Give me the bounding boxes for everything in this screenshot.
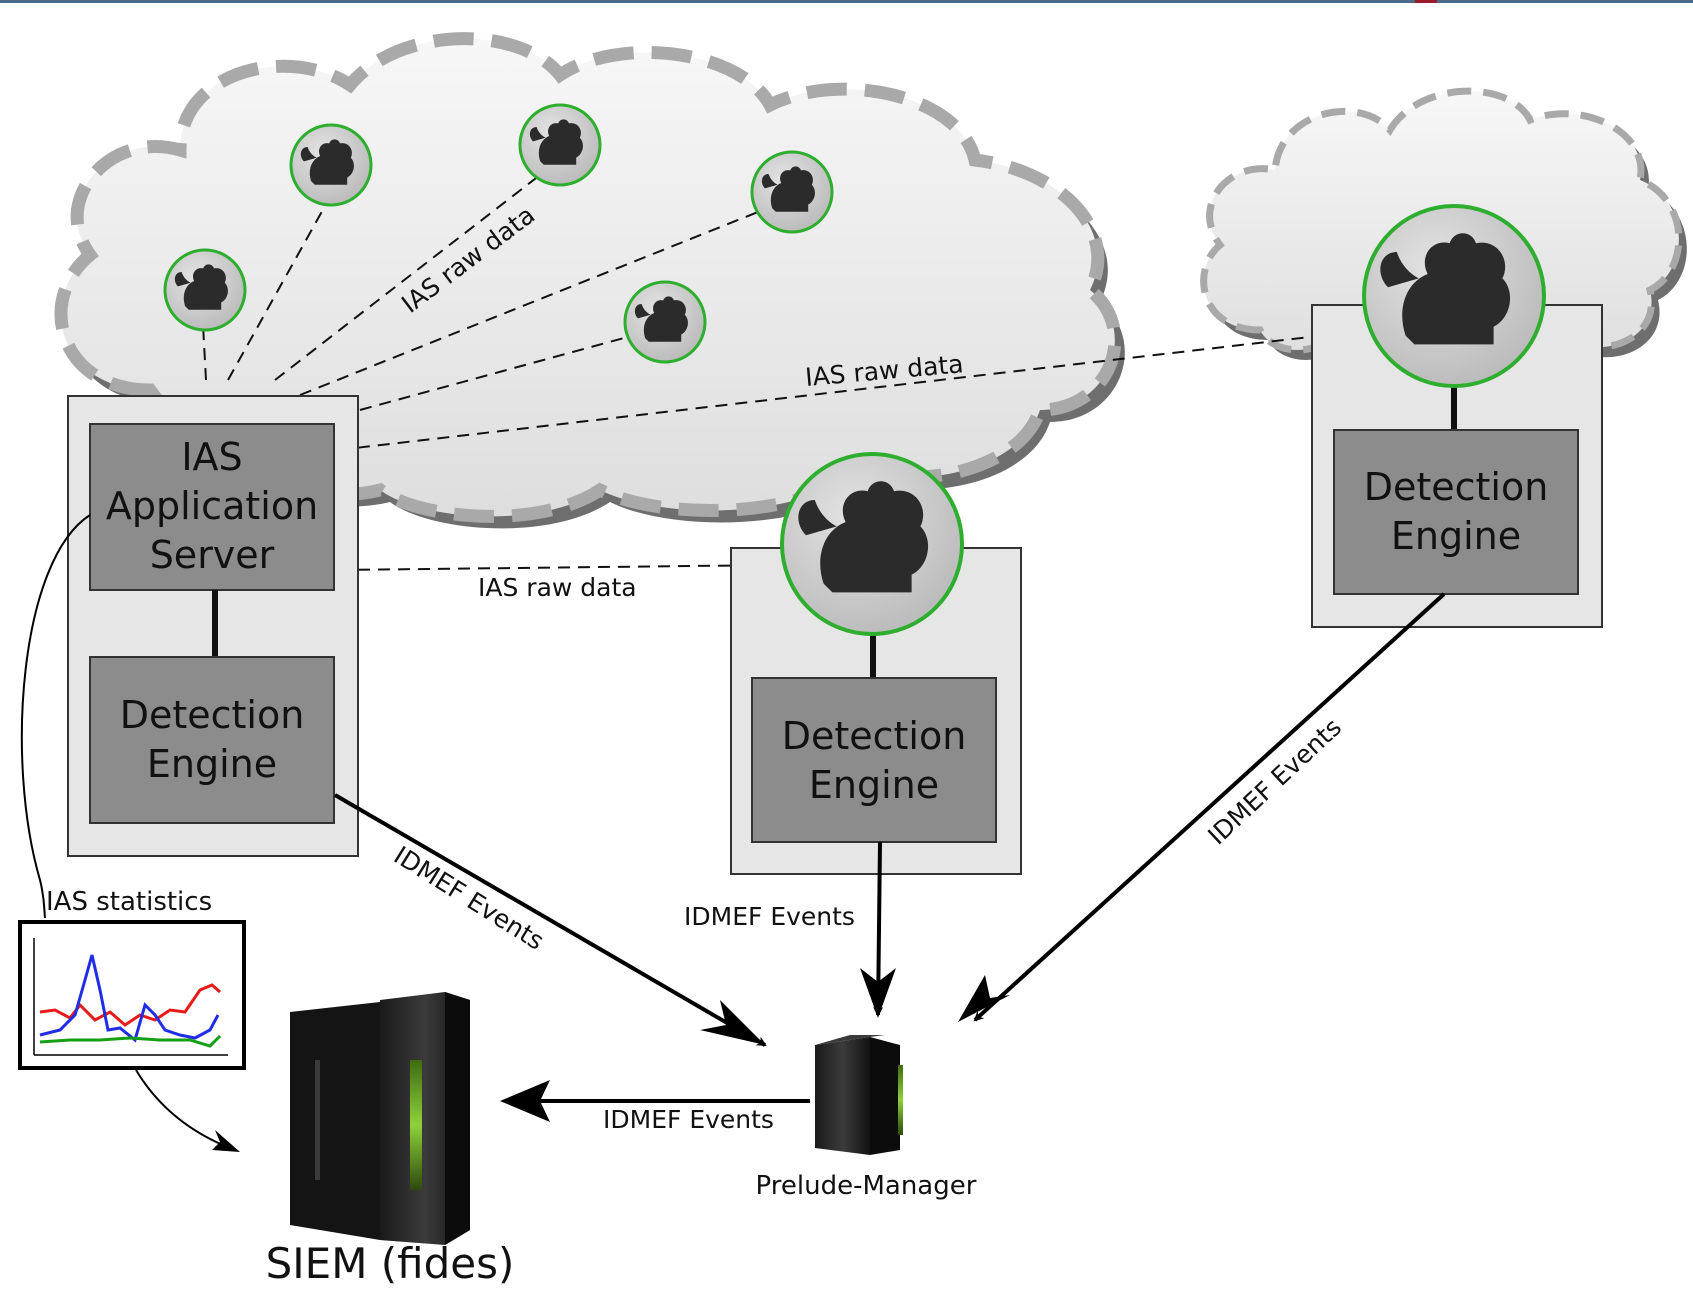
edge-label-raw-data-3: IAS raw data bbox=[478, 573, 637, 602]
sensor-small-4 bbox=[750, 150, 834, 234]
sensor-small-1 bbox=[163, 248, 247, 332]
edge-label-idmef-main: IDMEF Events bbox=[389, 840, 549, 955]
label-line: Detection bbox=[1364, 465, 1549, 509]
label-line: Server bbox=[150, 533, 275, 577]
prelude-manager-label: Prelude-Manager bbox=[756, 1171, 977, 1201]
sensor-large-center bbox=[780, 452, 964, 636]
siem-server: SIEM (fides) bbox=[266, 992, 515, 1288]
ias-statistics-chart: IAS statistics bbox=[18, 887, 246, 1070]
server-rack-icon bbox=[815, 1035, 903, 1155]
sensor-small-5 bbox=[623, 280, 707, 364]
top-frame-accent bbox=[1415, 0, 1437, 3]
sensor-small-2 bbox=[289, 123, 373, 207]
siem-label: SIEM (fides) bbox=[266, 1239, 515, 1288]
label-line: Application bbox=[106, 484, 318, 528]
detection-engine-main-box bbox=[89, 656, 335, 824]
raw-data-links bbox=[202, 174, 1371, 571]
edge-label-idmef-right: IDMEF Events bbox=[1202, 713, 1347, 851]
sensor-small-3 bbox=[518, 103, 602, 187]
ias-application-server-box bbox=[89, 423, 335, 591]
label-line: IAS bbox=[181, 435, 242, 479]
idmef-arrows bbox=[333, 592, 1446, 1106]
edge-label-idmef-center: IDMEF Events bbox=[684, 902, 855, 931]
prelude-manager: Prelude-Manager bbox=[756, 1035, 977, 1201]
detection-engine-right-box bbox=[1333, 429, 1579, 595]
label-line: Detection bbox=[120, 693, 305, 737]
ias-statistics-label: IAS statistics bbox=[46, 887, 212, 917]
label-line: Engine bbox=[809, 763, 939, 807]
label-line: Engine bbox=[1391, 514, 1521, 558]
server-rack-icon bbox=[290, 992, 470, 1245]
detection-engine-center-box bbox=[751, 677, 997, 843]
edge-label-idmef-siem: IDMEF Events bbox=[603, 1105, 774, 1134]
top-frame-bar bbox=[0, 0, 1693, 3]
label-line: Engine bbox=[147, 742, 277, 786]
sensor-large-right bbox=[1362, 204, 1546, 388]
label-line: Detection bbox=[782, 714, 967, 758]
